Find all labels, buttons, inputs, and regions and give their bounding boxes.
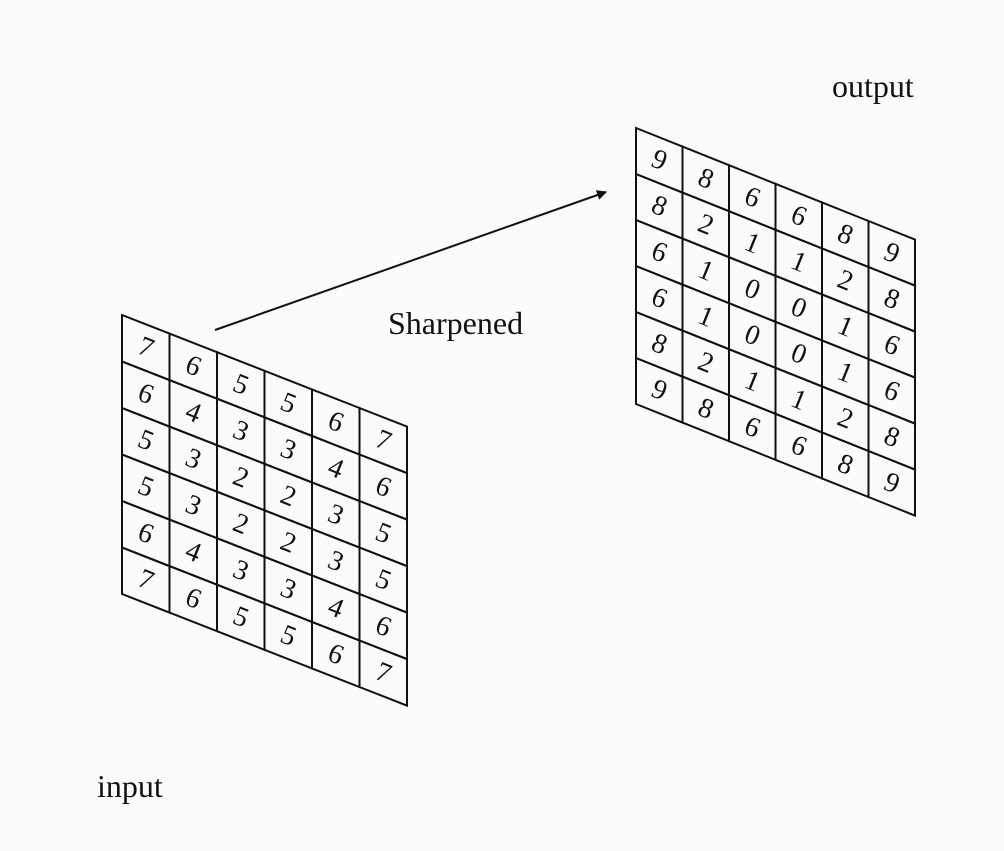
output-cell-value: 8 [647,327,672,361]
input-cell-value: 6 [181,349,206,383]
output-cell-value: 1 [740,227,765,261]
output-cell-value: 8 [647,189,672,223]
output-cell-value: 1 [740,365,765,399]
output-cell-value: 1 [693,254,718,288]
output-cell-value: 9 [647,143,672,177]
input-cell-value: 4 [323,451,348,485]
output-label: output [832,68,914,104]
output-cell-value: 0 [786,291,811,325]
output-cell-value: 6 [740,411,765,445]
input-cell-value: 3 [276,433,301,467]
input-cell-value: 5 [276,619,301,653]
input-cell-value: 2 [228,461,253,495]
input-cell-value: 6 [371,610,396,644]
input-cell-value: 6 [371,470,396,504]
input-cell-border [358,639,408,708]
input-cell-value: 3 [276,572,301,606]
input-cell-value: 7 [371,656,396,690]
output-cell-value: 6 [647,235,672,269]
input-cell-value: 2 [276,526,301,560]
output-cell-value: 1 [786,383,811,417]
input-cell-value: 6 [181,582,206,616]
output-cell-border [867,449,916,518]
input-cell-value: 4 [323,591,348,625]
input-cell-value: 7 [133,331,158,365]
output-cell-value: 6 [740,181,765,215]
operation-label: Sharpened [388,305,524,341]
input-cell-value: 5 [371,517,396,551]
input-cell-value: 7 [133,563,158,597]
input-cell-value: 3 [323,498,348,532]
input-cell-value: 3 [323,544,348,578]
input-cell-value: 5 [133,424,158,458]
output-cell-value: 8 [833,218,858,252]
output-cell-value: 8 [879,282,904,316]
output-cell-value: 2 [693,346,718,380]
output-cell-value: 2 [833,402,858,436]
input-cell-value: 7 [371,424,396,458]
output-cell-value: 6 [879,374,904,408]
input-cell-value: 5 [228,368,253,402]
input-cell-value: 3 [181,442,206,476]
input-cell-value: 4 [181,396,206,430]
input-cell-value: 2 [276,479,301,513]
output-cell-value: 9 [879,236,904,270]
output-cell-value: 0 [740,319,765,353]
output-cell-value: 8 [693,162,718,196]
output-cell-value: 2 [833,264,858,298]
output-cell-value: 6 [786,199,811,233]
output-cell-value: 9 [879,466,904,500]
output-cell-value: 8 [879,420,904,454]
output-cell-value: 1 [833,310,858,344]
output-cell-value: 6 [879,328,904,362]
output-cell-value: 6 [647,281,672,315]
input-cell-value: 5 [276,386,301,420]
input-cell-value: 6 [323,637,348,671]
output-cell-value: 0 [740,273,765,307]
input-cell-value: 6 [323,405,348,439]
input-cell-value: 3 [228,554,253,588]
input-cell-value: 6 [133,517,158,551]
input-cell-value: 2 [228,507,253,541]
output-cell-value: 6 [786,429,811,463]
output-cell-value: 0 [786,337,811,371]
output-cell-value: 1 [833,356,858,390]
input-cell-value: 3 [181,489,206,523]
input-cell-value: 5 [228,600,253,634]
output-cell-value: 8 [833,448,858,482]
output-cell-value: 2 [693,208,718,242]
input-cell-value: 5 [371,563,396,597]
transform-arrow [214,190,607,331]
input-cell-value: 6 [133,377,158,411]
output-cell-value: 1 [786,245,811,279]
input-label: input [97,768,163,804]
input-cell-value: 5 [133,470,158,504]
input-cell-value: 3 [228,414,253,448]
output-cell-value: 1 [693,300,718,334]
input-cell-value: 4 [181,535,206,569]
output-cell-value: 8 [693,392,718,426]
output-cell-value: 9 [647,373,672,407]
